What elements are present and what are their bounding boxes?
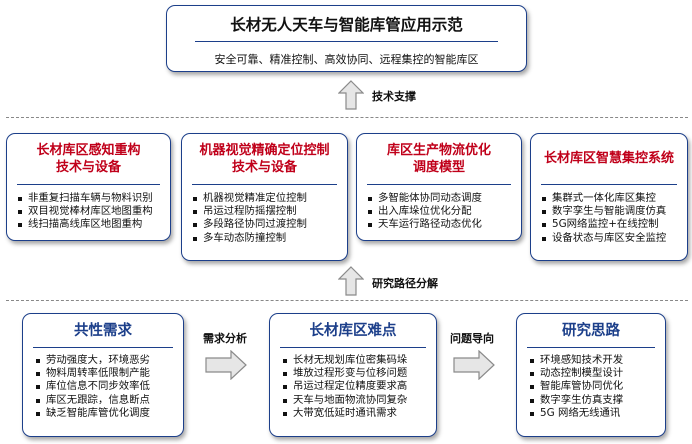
bottom-card-divider <box>527 347 655 348</box>
list-item: 长材无规划库位密集码垛 <box>282 354 407 367</box>
tech-block-vision-control-title: 机器视觉精确定位控制 技术与设备 <box>199 143 330 175</box>
list-item: 大带宽低延时通讯需求 <box>282 407 407 420</box>
goal-title: 长材无人天车与智能库管应用示范 <box>230 16 463 34</box>
list-item: 智能库管协同优化 <box>529 380 623 393</box>
problem-oriented-arrow <box>453 350 495 380</box>
tech-block-vision-control: 机器视觉精确定位控制 技术与设备 机器视觉精准定位控制 吊运过程防摇摆控制 多段… <box>181 133 348 261</box>
goal-divider <box>195 41 498 42</box>
tech-block-central-control-list: 集群式一体化库区集控 数字孪生与智能调度仿真 5G网络监控+在线控制 设备状态与… <box>541 192 666 245</box>
demand-analysis-arrow <box>205 350 247 380</box>
list-item: 5G网络监控+在线控制 <box>541 218 666 231</box>
list-item: 吊运过程定位精度要求高 <box>282 380 407 393</box>
difficulty-title: 长材库区难点 <box>309 323 397 339</box>
tech-block-logistics: 库区生产物流优化 调度模型 多智能体协同动态调度 出入库垛位优化分配 天车运行路… <box>356 133 522 241</box>
tech-block-central-control-title: 长材库区智慧集控系统 <box>543 151 674 166</box>
list-item: 动态控制模型设计 <box>529 367 623 380</box>
tech-block-logistics-list: 多智能体协同动态调度 出入库垛位优化分配 天车运行路径动态优化 <box>367 192 482 232</box>
tech-block-vision-control-list: 机器视觉精准定位控制 吊运过程防摇摆控制 多段路径协同过渡控制 多车动态防撞控制 <box>192 192 307 245</box>
problem-oriented-label: 问题导向 <box>450 332 494 345</box>
list-item: 堆放过程形变与位移问题 <box>282 367 407 380</box>
tech-block-divider <box>192 184 337 185</box>
list-item: 多智能体协同动态调度 <box>367 192 482 205</box>
list-item: 集群式一体化库区集控 <box>541 192 666 205</box>
tech-block-logistics-title: 库区生产物流优化 调度模型 <box>386 143 491 175</box>
list-item: 天车与地面物流协同复杂 <box>282 394 407 407</box>
tech-block-divider <box>17 184 160 185</box>
tech-block-perception-list: 非重复扫描车辆与物料识别 双目视觉棒材库区地图重构 线扫描高线库区地图重构 <box>17 192 153 232</box>
difficulty-list: 长材无规划库位密集码垛 堆放过程形变与位移问题 吊运过程定位精度要求高 天车与地… <box>282 354 407 420</box>
list-item: 多段路径协同过渡控制 <box>192 218 307 231</box>
list-item: 物料周转率低限制产能 <box>35 367 150 380</box>
tech-block-divider <box>541 184 677 185</box>
bottom-card-divider <box>33 347 173 348</box>
lower-dashed-separator <box>6 300 688 301</box>
path-decomposition-arrow <box>338 266 364 296</box>
upper-dashed-separator <box>6 117 688 118</box>
path-decomposition-label: 研究路径分解 <box>372 277 438 290</box>
tech-block-perception: 长材库区感知重构 技术与设备 非重复扫描车辆与物料识别 双目视觉棒材库区地图重构… <box>6 133 171 241</box>
list-item: 出入库垛位优化分配 <box>367 205 482 218</box>
goal-subtitle: 安全可靠、精准控制、高效协同、远程集控的智能库区 <box>214 53 479 66</box>
list-item: 机器视觉精准定位控制 <box>192 192 307 205</box>
list-item: 设备状态与库区安全监控 <box>541 232 666 245</box>
list-item: 5G 网络无线通讯 <box>529 407 623 420</box>
tech-support-label: 技术支撑 <box>372 90 416 103</box>
common-demand-list: 劳动强度大，环境恶劣 物料周转率低限制产能 库位信息不同步效率低 库区无跟踪，信… <box>35 354 150 420</box>
tech-block-central-control: 长材库区智慧集控系统 集群式一体化库区集控 数字孪生与智能调度仿真 5G网络监控… <box>530 133 688 261</box>
research-approach-card: 研究思路 环境感知技术开发 动态控制模型设计 智能库管协同优化 数字孪生仿真支撑… <box>516 313 666 437</box>
common-demand-card: 共性需求 劳动强度大，环境恶劣 物料周转率低限制产能 库位信息不同步效率低 库区… <box>22 313 184 437</box>
tech-block-perception-title: 长材库区感知重构 技术与设备 <box>36 143 141 175</box>
tech-block-divider <box>367 184 511 185</box>
goal-card: 长材无人天车与智能库管应用示范 安全可靠、精准控制、高效协同、远程集控的智能库区 <box>166 5 527 72</box>
list-item: 劳动强度大，环境恶劣 <box>35 354 150 367</box>
list-item: 双目视觉棒材库区地图重构 <box>17 205 153 218</box>
list-item: 缺乏智能库管优化调度 <box>35 407 150 420</box>
list-item: 数字孪生仿真支撑 <box>529 394 623 407</box>
list-item: 数字孪生与智能调度仿真 <box>541 205 666 218</box>
list-item: 库区无跟踪，信息断点 <box>35 394 150 407</box>
list-item: 非重复扫描车辆与物料识别 <box>17 192 153 205</box>
common-demand-title: 共性需求 <box>74 323 132 339</box>
list-item: 多车动态防撞控制 <box>192 232 307 245</box>
list-item: 天车运行路径动态优化 <box>367 218 482 231</box>
research-approach-list: 环境感知技术开发 动态控制模型设计 智能库管协同优化 数字孪生仿真支撑 5G 网… <box>529 354 623 420</box>
difficulty-card: 长材库区难点 长材无规划库位密集码垛 堆放过程形变与位移问题 吊运过程定位精度要… <box>269 313 437 437</box>
list-item: 线扫描高线库区地图重构 <box>17 218 153 231</box>
research-approach-title: 研究思路 <box>562 323 620 339</box>
list-item: 环境感知技术开发 <box>529 354 623 367</box>
bottom-card-divider <box>280 347 426 348</box>
demand-analysis-label: 需求分析 <box>203 332 247 345</box>
list-item: 库位信息不同步效率低 <box>35 380 150 393</box>
list-item: 吊运过程防摇摆控制 <box>192 205 307 218</box>
tech-support-arrow <box>338 80 364 110</box>
